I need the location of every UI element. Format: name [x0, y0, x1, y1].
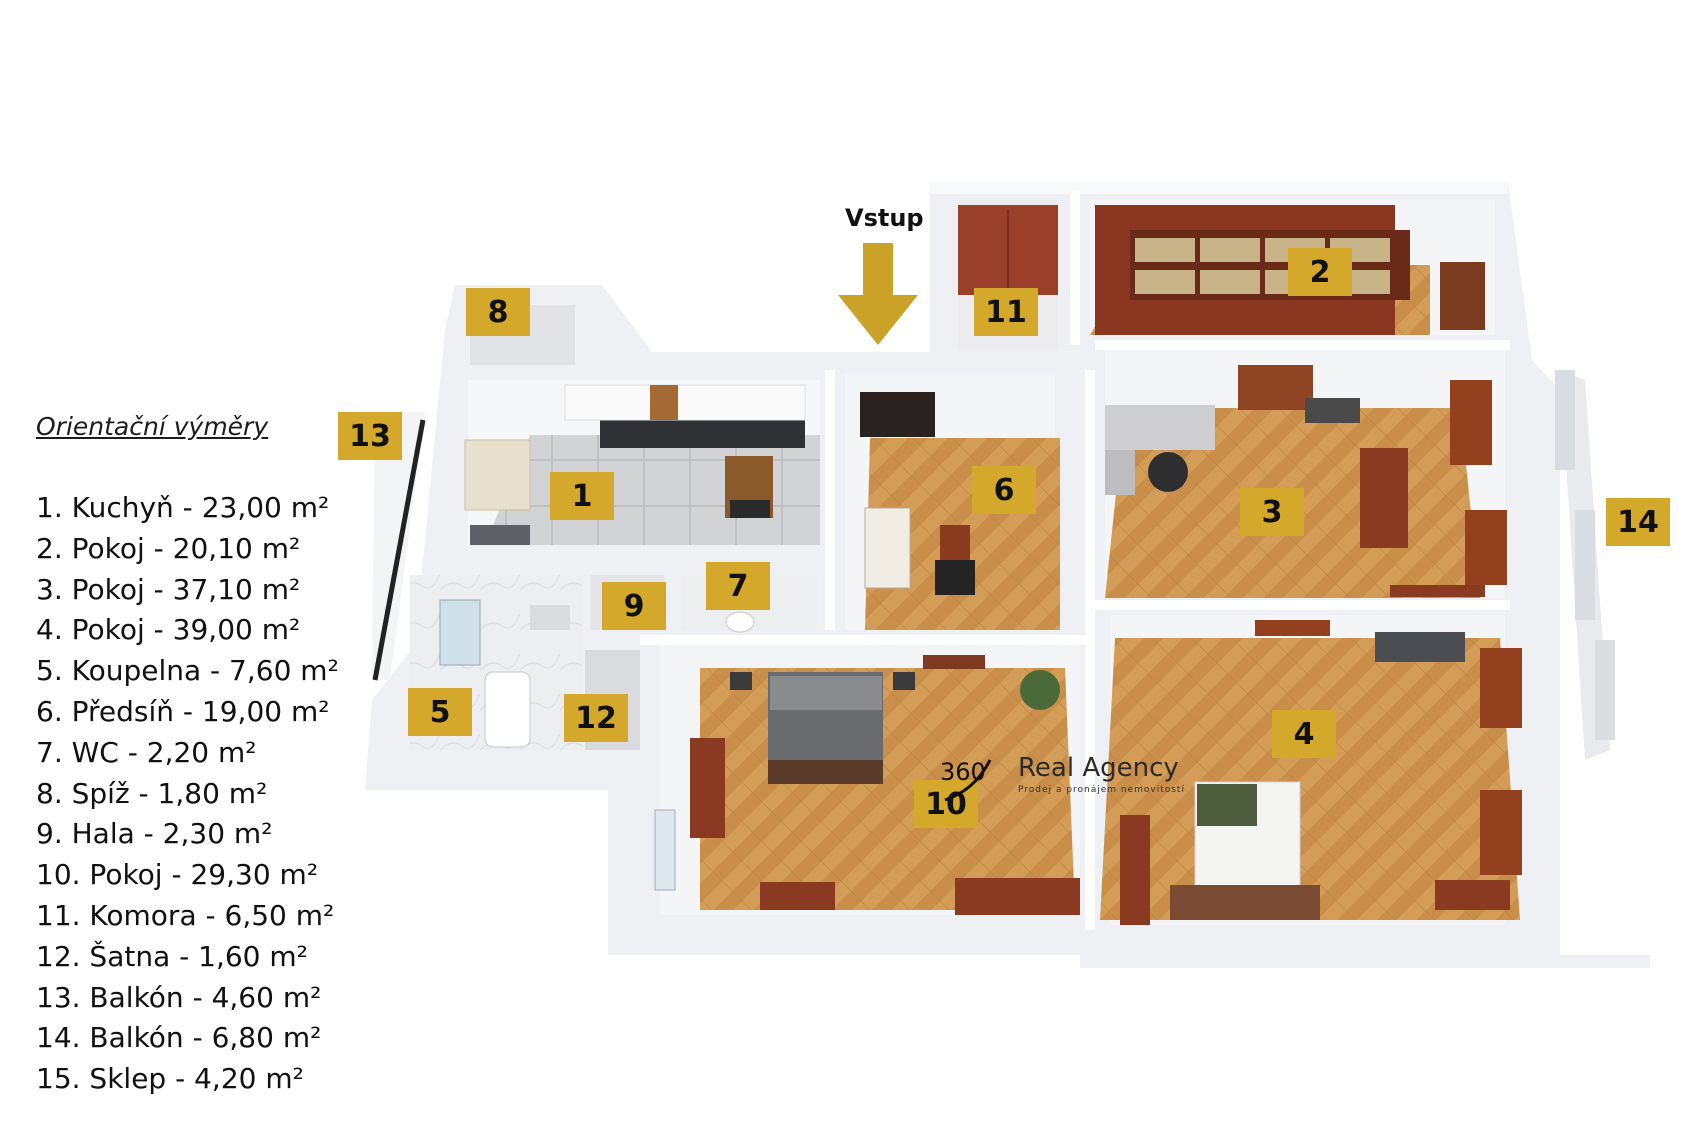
svg-text:Prodej a pronájem nemovitostí: Prodej a pronájem nemovitostí [1018, 785, 1185, 795]
room-badge-1: 1 [550, 472, 614, 520]
room-badge-6: 6 [972, 466, 1036, 514]
balcony-14 [1555, 370, 1615, 760]
legend-item: 11. Komora - 6,50 m² [36, 898, 335, 932]
svg-text:360: 360 [940, 758, 986, 786]
real-agency-logo: 360 Real Agency Prodej a pronájem nemovi… [940, 753, 1185, 802]
room-4-bedroom [1100, 615, 1522, 925]
legend-item: 6. Předsíň - 19,00 m² [36, 694, 330, 728]
legend-item: 10. Pokoj - 29,30 m² [36, 858, 319, 892]
legend-item: 7. WC - 2,20 m² [36, 735, 257, 769]
room-badge-11: 11 [974, 288, 1038, 336]
legend-item: 8. Spíž - 1,80 m² [36, 776, 268, 810]
legend-item: 2. Pokoj - 20,10 m² [36, 531, 301, 565]
area-legend: 1. Kuchyň - 23,00 m² 2. Pokoj - 20,10 m²… [36, 488, 339, 1100]
legend-title: Orientační výměry [36, 412, 269, 441]
svg-text:14: 14 [1617, 505, 1659, 540]
room-badge-5: 5 [408, 688, 472, 736]
legend-item: 1. Kuchyň - 23,00 m² [36, 491, 330, 524]
legend-item: 3. Pokoj - 37,10 m² [36, 572, 301, 606]
legend-item: 14. Balkón - 6,80 m² [36, 1021, 322, 1055]
legend-item: 4. Pokoj - 39,00 m² [36, 613, 301, 647]
legend-item: 9. Hala - 2,30 m² [36, 817, 273, 851]
svg-text:12: 12 [575, 701, 617, 736]
room-3-living [1105, 350, 1507, 598]
svg-text:6: 6 [994, 473, 1015, 508]
room-badge-12: 12 [564, 694, 628, 742]
svg-text:13: 13 [349, 419, 391, 454]
room-badge-3: 3 [1240, 488, 1304, 536]
legend-item: 5. Koupelna - 7,60 m² [36, 654, 339, 688]
svg-text:5: 5 [430, 695, 451, 730]
room-badge-13: 13 [338, 412, 402, 460]
room-1-kitchen [464, 380, 820, 545]
room-badge-14: 14 [1606, 498, 1670, 546]
svg-text:Real Agency: Real Agency [1018, 753, 1179, 783]
legend-item: 13. Balkón - 4,60 m² [36, 980, 322, 1014]
room-badge-2: 2 [1288, 248, 1352, 296]
svg-text:2: 2 [1310, 255, 1331, 290]
svg-text:3: 3 [1262, 495, 1283, 530]
entrance-arrow [838, 243, 918, 345]
room-10-bedroom [654, 640, 1080, 915]
svg-text:8: 8 [488, 295, 509, 330]
svg-text:11: 11 [985, 295, 1027, 330]
svg-text:4: 4 [1294, 717, 1315, 752]
room-badges: 1 2 3 4 5 6 7 8 9 10 11 12 13 14 [338, 248, 1670, 828]
room-badge-8: 8 [466, 288, 530, 336]
room-badge-7: 7 [706, 562, 770, 610]
svg-text:1: 1 [572, 479, 593, 514]
legend-item: 12. Šatna - 1,60 m² [36, 939, 308, 973]
room-badge-4: 4 [1272, 710, 1336, 758]
svg-text:7: 7 [728, 569, 749, 604]
balcony-13 [372, 412, 426, 681]
entrance-label: Vstup [845, 204, 924, 232]
interior-walls [640, 190, 1510, 930]
room-badge-9: 9 [602, 582, 666, 630]
svg-text:9: 9 [624, 589, 645, 624]
legend-item: 15. Sklep - 4,20 m² [36, 1062, 304, 1096]
